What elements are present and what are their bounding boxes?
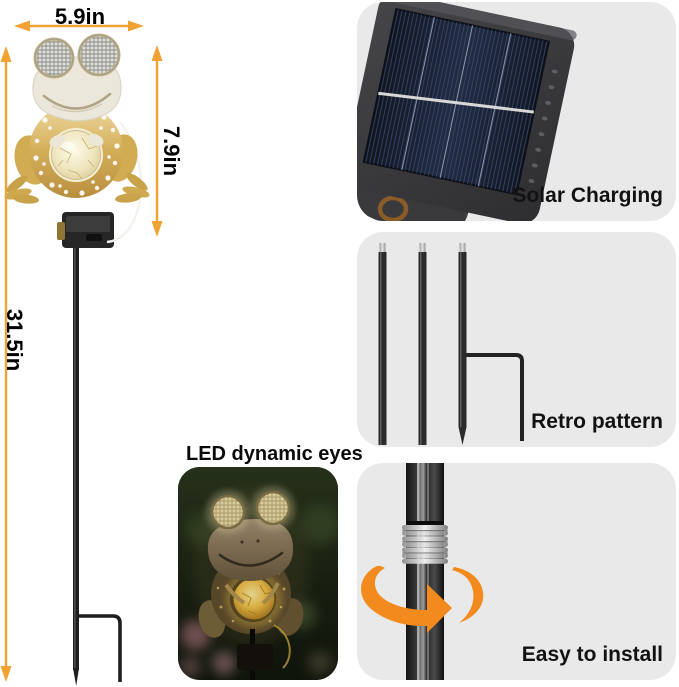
frog-height-arrow <box>151 45 163 237</box>
crackle-glass-ball <box>51 130 101 180</box>
frog-eye-right <box>77 33 121 77</box>
feature-panel-solar: Solar Charging <box>357 2 676 221</box>
stake-rods-illustration <box>378 243 524 445</box>
glowing-ball <box>233 578 275 620</box>
ground-stake <box>73 246 122 686</box>
easy-install-label: Easy to install <box>521 643 663 666</box>
dimension-arrows <box>0 20 163 682</box>
night-glow-photo <box>178 467 338 680</box>
vent-dots <box>528 69 558 184</box>
led-dynamic-eyes-caption: LED dynamic eyes <box>186 443 363 465</box>
solar-charging-label: Solar Charging <box>512 184 663 207</box>
frog-eye-left <box>33 37 75 79</box>
width-arrow <box>14 20 144 32</box>
solar-panel-illustration <box>357 2 577 221</box>
rod-2 <box>418 243 427 445</box>
night-scene <box>178 467 338 680</box>
night-frog <box>198 486 304 680</box>
retro-pattern-label: Retro pattern <box>531 410 663 433</box>
total-height-arrow <box>0 46 12 682</box>
feature-panel-retro: Retro pattern <box>357 232 676 447</box>
frog-right-paw <box>88 133 104 147</box>
battery-box <box>57 121 143 248</box>
night-frog-head <box>207 518 294 581</box>
solar-unit <box>357 2 577 221</box>
frog-left-paw <box>49 134 65 148</box>
glowing-eye-right <box>255 490 291 526</box>
rod-3-ground-stake <box>458 243 524 445</box>
pole-spring-illustration <box>361 463 484 680</box>
spring-coil <box>402 525 448 564</box>
glowing-eye-left <box>210 494 246 530</box>
rod-1 <box>378 243 387 445</box>
feature-panel-install: Easy to install <box>357 463 676 680</box>
pole <box>406 463 444 680</box>
total-height-dimension-label: 31.5in <box>2 308 27 372</box>
frog-solar-light-photo <box>0 20 163 686</box>
frog-figure <box>4 33 150 204</box>
rotation-arrow-icon <box>361 565 484 633</box>
width-dimension-label: 5.9in <box>54 4 106 29</box>
frog-height-dimension-label: 7.9in <box>159 125 184 177</box>
